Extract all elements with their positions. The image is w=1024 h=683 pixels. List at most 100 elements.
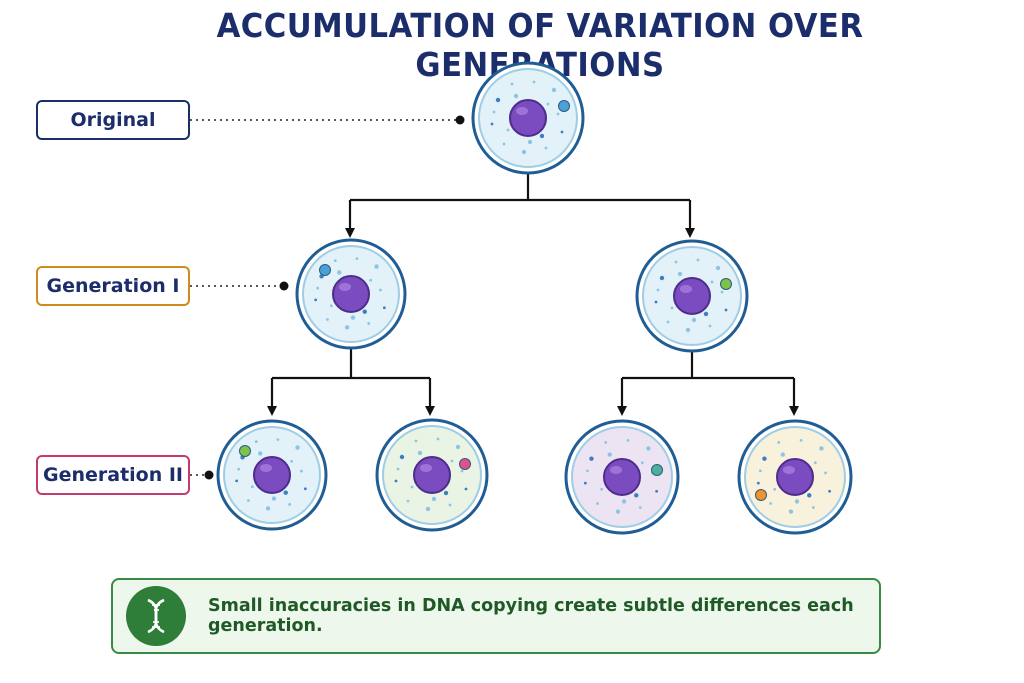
cytoplasm-speck — [762, 456, 767, 461]
cytoplasm-speck — [254, 440, 258, 444]
organelle-variation — [651, 464, 663, 476]
organelle-variation — [459, 458, 471, 470]
cytoplasm-speck — [460, 469, 464, 473]
cytoplasm-speck — [250, 485, 254, 489]
cytoplasm-speck — [607, 452, 612, 457]
cytoplasm-speck — [464, 487, 468, 491]
cytoplasm-speck — [691, 317, 697, 323]
cytoplasm-speck — [819, 446, 824, 451]
cytoplasm-speck — [828, 489, 832, 493]
cytoplasm-speck — [773, 487, 777, 491]
leader-dot-generation-1 — [279, 281, 289, 291]
cytoplasm-speck — [396, 467, 400, 471]
nucleus — [776, 458, 814, 496]
cytoplasm-speck — [715, 265, 721, 271]
lineage-arrows — [267, 172, 799, 416]
cells-layer — [216, 61, 853, 535]
cytoplasm-speck — [374, 264, 379, 269]
cytoplasm-speck — [604, 440, 608, 444]
cytoplasm-speck — [696, 258, 700, 262]
label-original: Original — [36, 100, 190, 140]
cytoplasm-speck — [237, 467, 241, 471]
cytoplasm-speck — [506, 128, 510, 132]
cytoplasm-speck — [276, 438, 280, 442]
cell-gen1-left — [295, 238, 407, 350]
cytoplasm-speck — [333, 259, 337, 263]
note-box: Small inaccuracies in DNA copying create… — [111, 578, 881, 654]
nucleus — [253, 456, 291, 494]
cytoplasm-speck — [758, 469, 762, 473]
cytoplasm-speck — [510, 82, 514, 86]
cytoplasm-speck — [813, 461, 817, 465]
organelle-variation — [239, 445, 251, 457]
cytoplasm-speck — [379, 288, 382, 292]
cytoplasm-speck — [556, 112, 560, 116]
nucleus — [413, 456, 451, 494]
cytoplasm-speck — [495, 97, 501, 103]
cytoplasm-speck — [539, 133, 545, 139]
cytoplasm-speck — [521, 149, 527, 155]
cytoplasm-speck — [414, 439, 418, 443]
cytoplasm-speck — [532, 80, 536, 84]
organelle-variation — [720, 278, 732, 290]
cytoplasm-speck — [777, 440, 781, 444]
cytoplasm-speck — [406, 499, 410, 503]
cytoplasm-speck — [355, 257, 359, 261]
cytoplasm-speck — [455, 444, 461, 450]
nucleus — [332, 275, 370, 313]
cell-gen2-a — [216, 419, 328, 531]
cytoplasm-speck — [710, 280, 714, 284]
cytoplasm-speck — [265, 506, 271, 511]
organelle-variation — [755, 489, 767, 501]
cytoplasm-speck — [654, 300, 658, 304]
cytoplasm-speck — [583, 481, 587, 485]
cytoplasm-speck — [235, 479, 239, 483]
cytoplasm-speck — [708, 324, 712, 328]
cytoplasm-speck — [560, 130, 564, 134]
cytoplasm-speck — [646, 446, 651, 451]
cytoplasm-speck — [369, 278, 373, 282]
cytoplasm-speck — [290, 459, 294, 463]
cytoplasm-speck — [326, 318, 329, 321]
cytoplasm-speck — [448, 503, 452, 507]
cytoplasm-speck — [303, 487, 307, 491]
cytoplasm-speck — [314, 298, 318, 302]
cytoplasm-speck — [295, 445, 300, 450]
cytoplasm-speck — [367, 322, 371, 325]
cytoplasm-speck — [596, 502, 599, 505]
cytoplasm-speck — [316, 286, 320, 290]
cytoplasm-speck — [600, 487, 604, 491]
cytoplasm-speck — [670, 306, 674, 310]
cytoplasm-speck — [410, 485, 414, 489]
cytoplasm-speck — [677, 271, 683, 277]
cytoplasm-speck — [436, 437, 440, 441]
cytoplasm-speck — [394, 479, 398, 483]
cytoplasm-speck — [271, 496, 277, 501]
cytoplasm-speck — [258, 451, 263, 456]
cytoplasm-speck — [362, 309, 367, 314]
leader-dot-original — [455, 115, 465, 125]
cytoplasm-speck — [431, 496, 437, 502]
cytoplasm-speck — [824, 471, 827, 475]
cytoplasm-speck — [703, 311, 709, 317]
cell-gen1-right — [635, 239, 749, 353]
cytoplasm-speck — [720, 290, 724, 294]
cytoplasm-speck — [300, 469, 303, 473]
note-text: Small inaccuracies in DNA copying create… — [208, 596, 854, 636]
cytoplasm-speck — [589, 456, 594, 461]
cytoplasm-speck — [329, 304, 333, 308]
nucleus — [673, 277, 711, 315]
cytoplasm-speck — [382, 306, 386, 310]
cytoplasm-speck — [788, 509, 794, 514]
leader-dot-generation-2 — [204, 470, 214, 480]
cytoplasm-speck — [780, 452, 785, 457]
cytoplasm-speck — [399, 454, 405, 460]
cytoplasm-speck — [756, 481, 760, 485]
cytoplasm-speck — [513, 93, 519, 99]
cytoplasm-speck — [638, 506, 642, 509]
cytoplasm-speck — [544, 146, 548, 150]
cytoplasm-speck — [659, 275, 665, 281]
cytoplasm-speck — [527, 139, 533, 145]
cytoplasm-speck — [337, 270, 342, 275]
